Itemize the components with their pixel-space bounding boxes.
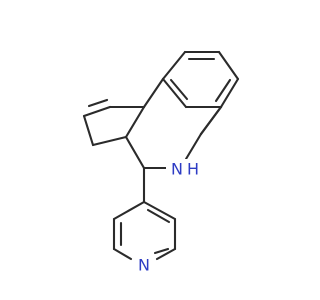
hydrogen-label: H bbox=[187, 160, 199, 179]
bond bbox=[142, 77, 165, 109]
bond bbox=[82, 105, 112, 118]
double-bond-inner bbox=[146, 208, 171, 224]
double-bond-inner bbox=[214, 78, 232, 103]
pyridine-nitrogen-label: N bbox=[138, 256, 150, 275]
bond bbox=[217, 50, 240, 81]
bond bbox=[124, 135, 146, 170]
benzene-ring bbox=[161, 50, 240, 109]
double-bond-inner bbox=[169, 78, 189, 101]
atom-pyridine-n: N bbox=[134, 254, 154, 275]
bond bbox=[142, 200, 177, 221]
bond bbox=[112, 200, 146, 221]
bond bbox=[82, 114, 95, 147]
structure-canvas: N H N bbox=[82, 50, 240, 275]
pyridine-ring bbox=[112, 200, 177, 261]
molecule-diagram: N H N bbox=[82, 50, 240, 275]
bond bbox=[155, 247, 177, 261]
bond bbox=[161, 77, 188, 109]
bond bbox=[161, 50, 187, 81]
bond bbox=[91, 135, 128, 147]
bond bbox=[219, 77, 240, 109]
atom-nh: N H bbox=[166, 159, 202, 179]
bond bbox=[124, 105, 146, 139]
bond bbox=[199, 105, 223, 136]
nitrogen-label: N bbox=[171, 160, 183, 179]
bond bbox=[184, 132, 203, 161]
double-bond-inner bbox=[87, 98, 109, 108]
atom-label-background bbox=[134, 254, 154, 272]
atom-label-background bbox=[166, 159, 202, 179]
fused-rings bbox=[82, 77, 223, 204]
bond bbox=[112, 247, 133, 261]
double-bond-inner bbox=[153, 247, 170, 255]
